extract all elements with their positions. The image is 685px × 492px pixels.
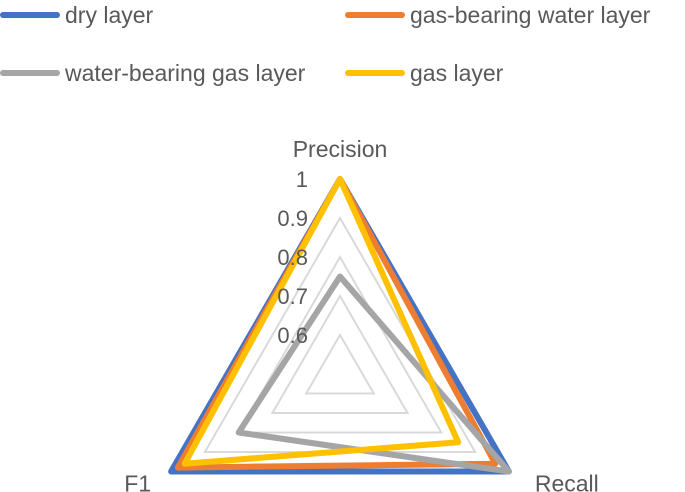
legend-swatch-gas-bearing-water-layer [345, 12, 405, 18]
legend-item-gas-bearing-water-layer: gas-bearing water layer [345, 0, 650, 30]
legend-swatch-water-bearing-gas-layer [0, 70, 60, 76]
legend-label-gas-bearing-water-layer: gas-bearing water layer [410, 1, 651, 28]
axis-label-recall: Recall [535, 471, 599, 492]
legend-label-gas-layer: gas layer [410, 59, 504, 86]
legend-label-dry-layer: dry layer [65, 1, 154, 28]
grid-ring-1 [270, 294, 410, 414]
legend-swatch-gas-layer [345, 70, 405, 76]
tick-label-1: 0.7 [277, 284, 308, 309]
tick-label-4: 1 [296, 167, 308, 192]
tick-label-0: 0.6 [277, 323, 308, 348]
grid-ring-4 [169, 176, 511, 473]
axis-label-precision: Precision [293, 136, 388, 162]
tick-label-3: 0.9 [277, 206, 308, 231]
legend-label-water-bearing-gas-layer: water-bearing gas layer [65, 59, 306, 86]
grid-ring-0 [304, 333, 376, 395]
tick-label-2: 0.8 [277, 245, 308, 270]
axis-label-f1: F1 [124, 471, 151, 492]
grid-ring-2 [236, 255, 444, 434]
series-polygon-gas-layer [181, 176, 462, 467]
series-polygon-dry-layer [168, 176, 512, 475]
legend-swatch-dry-layer [0, 12, 60, 18]
legend-item-water-bearing-gas-layer: water-bearing gas layer [0, 58, 305, 88]
chart-legend: dry layer gas-bearing water layer water-… [0, 0, 685, 100]
legend-item-dry-layer: dry layer [0, 0, 153, 30]
legend-item-gas-layer: gas layer [345, 58, 503, 88]
